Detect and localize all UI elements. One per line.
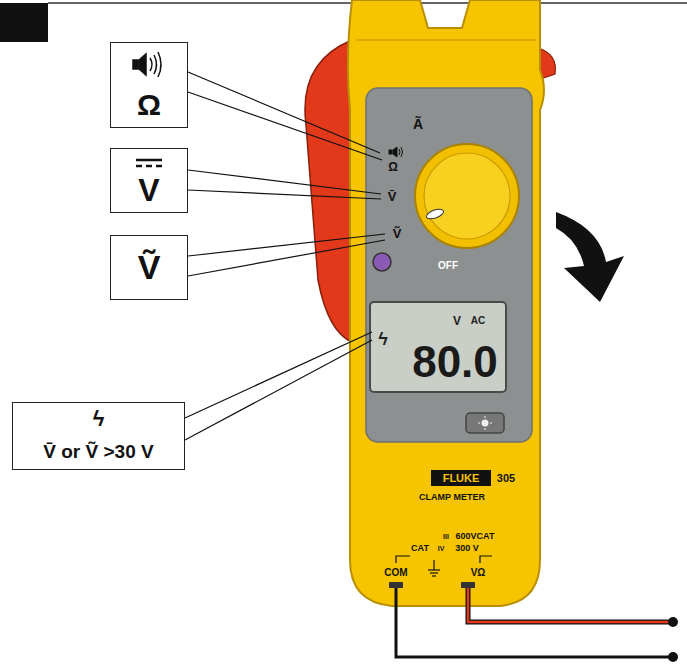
rating-mark: IV	[438, 545, 445, 552]
callout-text: Ω	[137, 88, 161, 121]
safety-rating: 300 V	[455, 544, 479, 553]
display-reading: 80.0	[412, 340, 498, 384]
terminal-label: COM	[384, 568, 407, 578]
callout-text: V̄ or Ṽ >30 V	[43, 442, 153, 463]
lead-end	[668, 617, 678, 627]
lead-end	[668, 652, 678, 662]
dial-pointer	[425, 207, 445, 221]
callout-text: ϟ	[93, 407, 105, 431]
front-panel	[366, 88, 532, 442]
red-lead-outline	[468, 586, 672, 622]
meter-body	[348, 0, 544, 606]
callout-box: Ṽ	[110, 235, 188, 300]
backlight-icon	[482, 420, 489, 427]
dc-symbol	[136, 160, 162, 166]
backlight-rays	[478, 416, 492, 430]
v-jack	[461, 582, 475, 588]
callout-box: ϟ V̄ or Ṽ >30 V	[12, 402, 185, 470]
callout-text: V	[138, 173, 159, 208]
dial-label: OFF	[438, 261, 458, 271]
dial-label: Ã	[413, 117, 423, 131]
brand-logo: FLUKE	[443, 473, 480, 484]
display-symbol: ϟ	[378, 330, 388, 348]
backlight-button	[466, 413, 504, 433]
dial-knob	[424, 153, 510, 239]
dial-label: V̄	[388, 190, 397, 203]
rating-mark: III	[443, 533, 449, 540]
red-test-lead	[468, 586, 672, 622]
terminal-bracket	[480, 556, 492, 563]
logo-plate	[431, 470, 491, 486]
model-number: 305	[497, 473, 515, 484]
safety-rating: CAT	[411, 544, 429, 553]
corner-tab	[0, 3, 48, 42]
safety-rating: 600VCAT	[456, 532, 495, 541]
leader-lines	[185, 72, 385, 440]
continuity-icon-small	[389, 147, 403, 157]
callout-box: V	[110, 148, 188, 213]
com-jack	[389, 582, 403, 588]
terminal-bracket	[396, 556, 410, 563]
ground-symbol	[428, 560, 440, 576]
jaw-seam	[356, 39, 536, 41]
clamp-trigger	[305, 40, 352, 342]
lcd-display	[370, 302, 506, 392]
black-test-lead	[396, 586, 672, 657]
rotate-arrow	[556, 212, 624, 302]
display-unit: V	[453, 315, 461, 327]
display-unit: AC	[471, 316, 485, 326]
dial-label: Ṽ	[393, 227, 402, 240]
rotary-dial	[415, 144, 519, 248]
callout-text: Ṽ	[138, 249, 161, 286]
continuity-icon	[133, 52, 161, 77]
hold-button	[373, 253, 391, 271]
terminal-label: VΩ	[471, 568, 486, 578]
callout-box: Ω	[110, 42, 188, 128]
model-name: CLAMP METER	[419, 493, 485, 502]
dial-label: Ω	[388, 161, 398, 173]
